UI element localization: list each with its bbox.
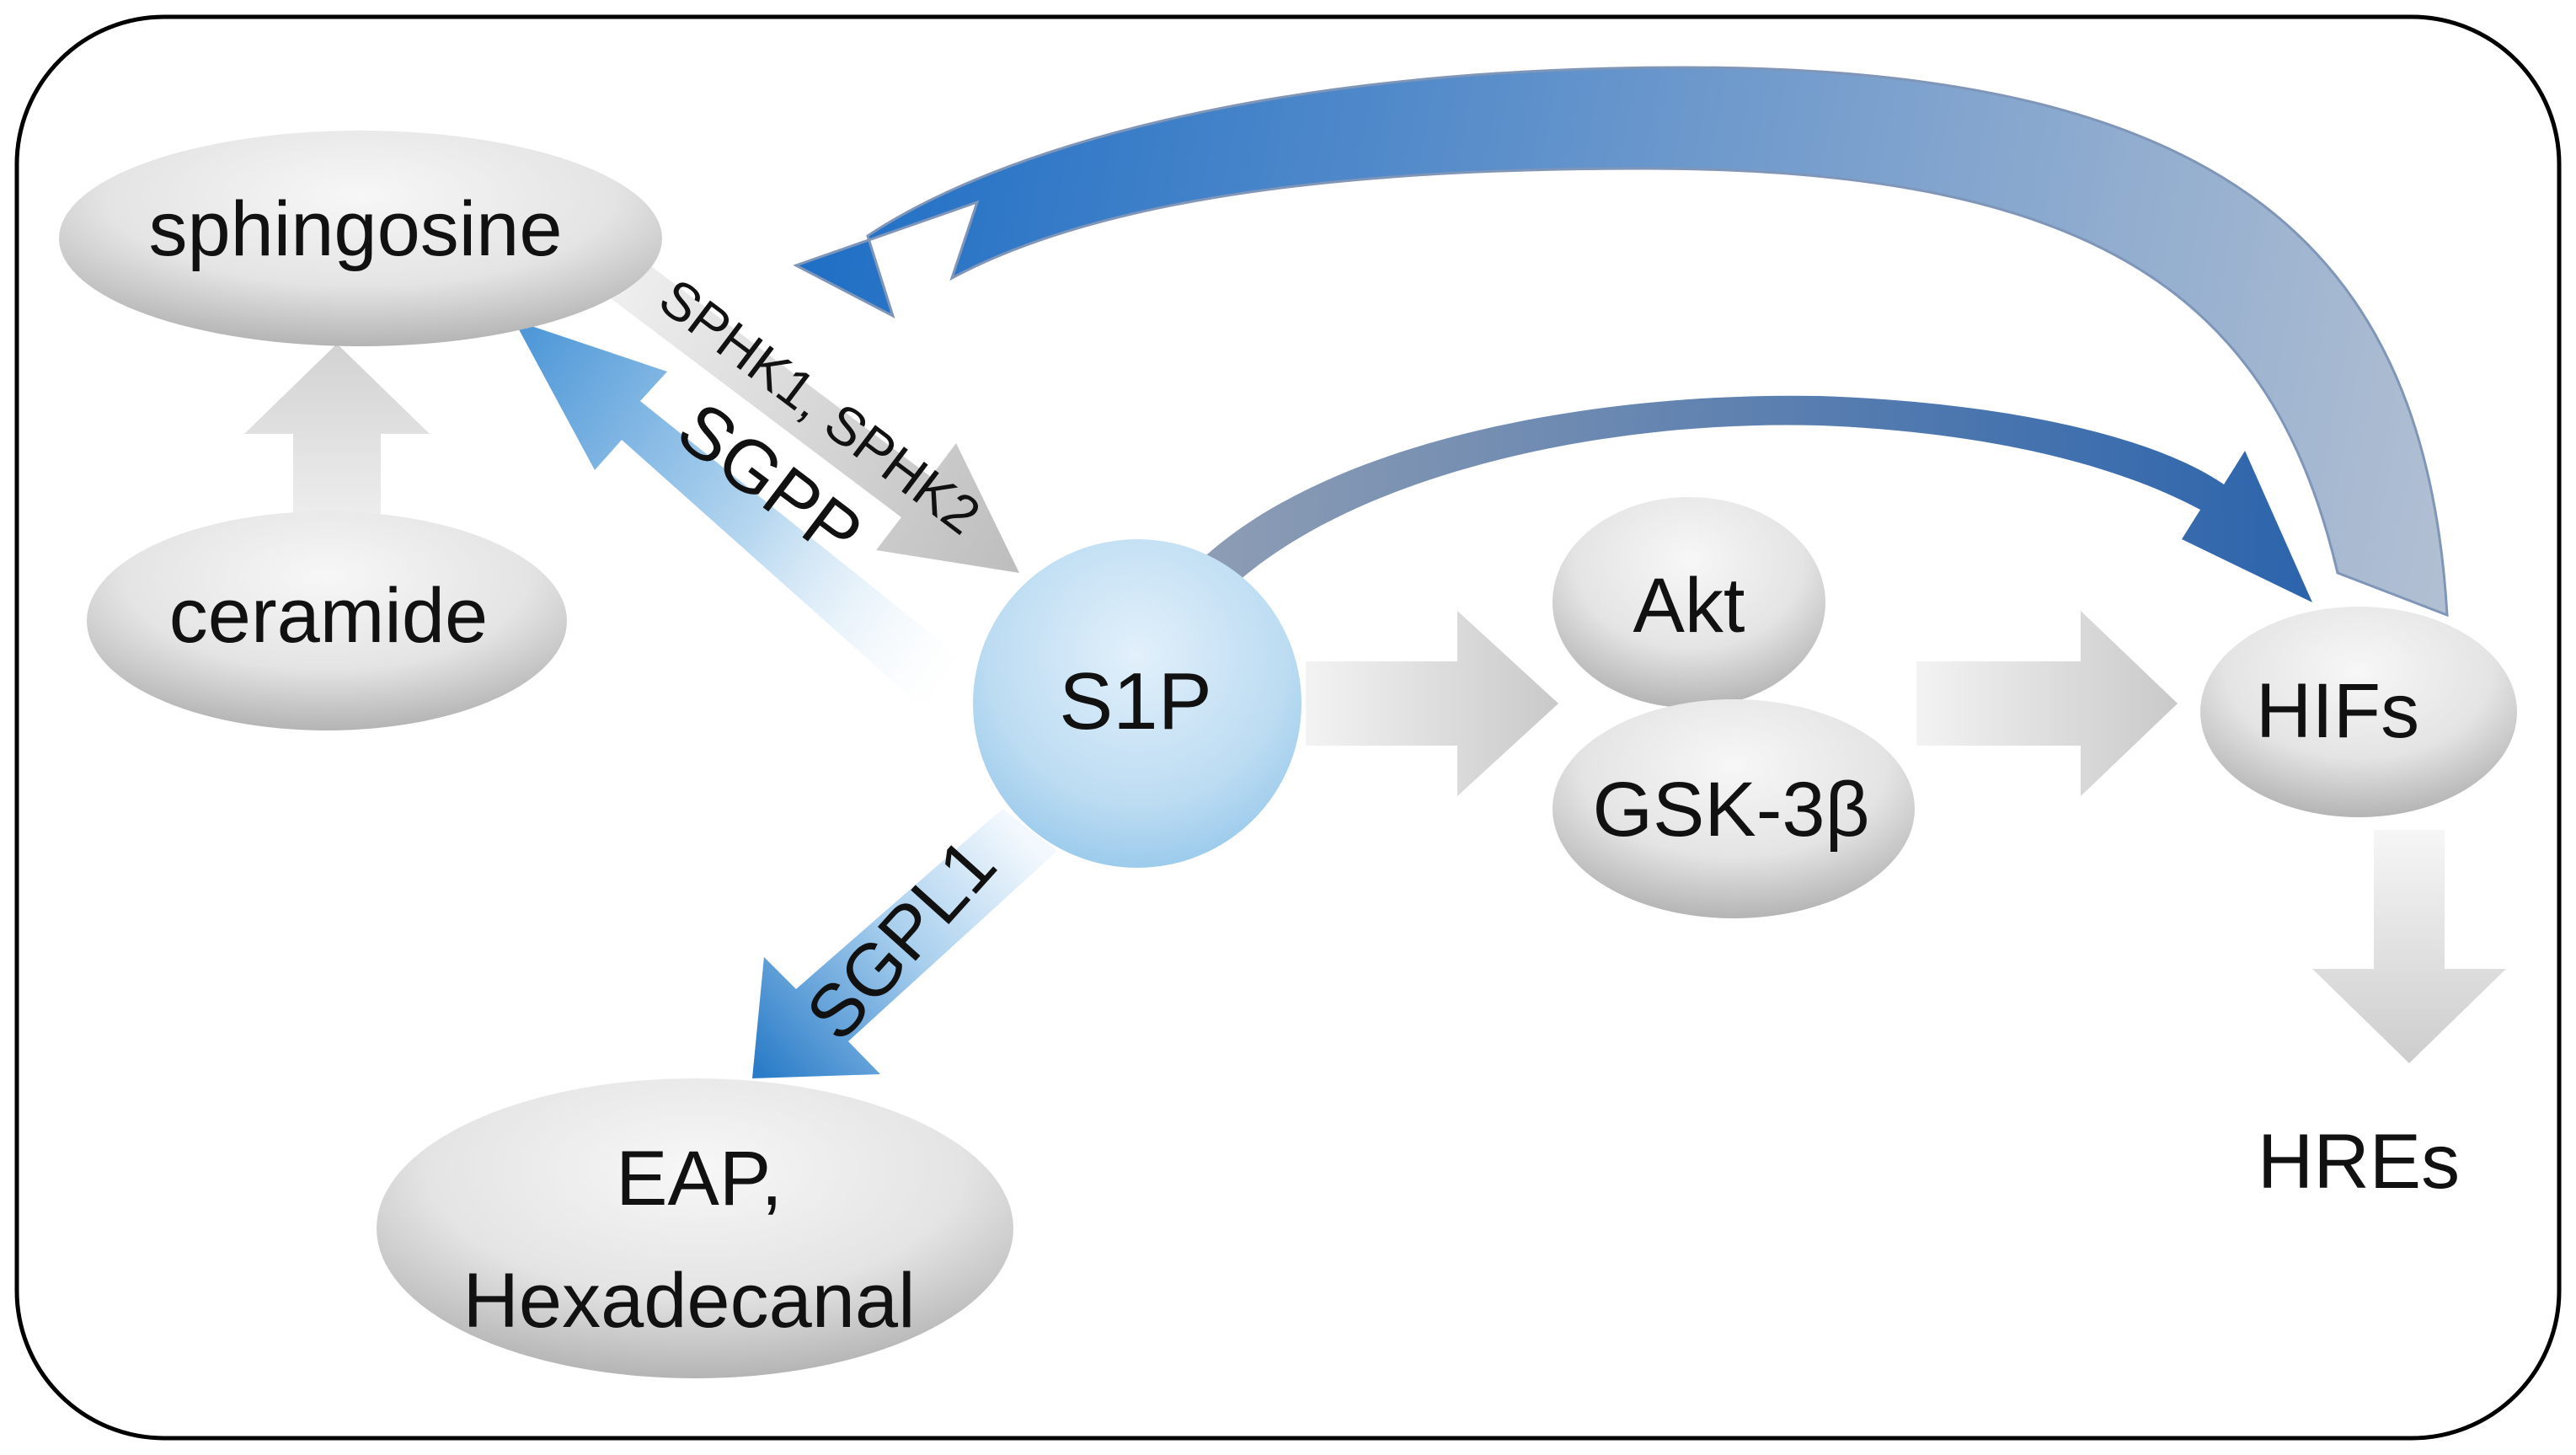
hifs-to-sphingosine-curved-arrow <box>793 66 2449 618</box>
hres-label: HREs <box>2258 1119 2460 1205</box>
s1p-to-hifs-curved-arrow <box>1192 395 2312 602</box>
akt-label: Akt <box>1633 563 1745 649</box>
sgpl1-arrow <box>752 809 1057 1078</box>
sgpp-arrow <box>514 320 977 708</box>
hexadecanal-label: Hexadecanal <box>462 1258 915 1344</box>
akt-to-hifs-arrow <box>1916 611 2178 796</box>
sphingosine-label: sphingosine <box>148 186 562 272</box>
akt-node <box>1553 497 1825 708</box>
s1p-to-akt-arrow <box>1306 611 1558 796</box>
sphingosine-node <box>59 131 662 346</box>
s1p-label: S1P <box>1059 656 1211 746</box>
eap-hexadecanal-node <box>377 1078 1013 1378</box>
ceramide-label: ceramide <box>169 573 488 659</box>
s1p-node <box>973 539 1301 868</box>
hifs-label: HIFs <box>2256 668 2419 754</box>
gsk3b-label: GSK-3β <box>1592 767 1869 853</box>
ceramide-node <box>87 511 567 730</box>
sphk-arrow <box>573 249 1019 573</box>
eap-label: EAP, <box>616 1136 783 1222</box>
ceramide-to-sphingosine-arrow <box>244 344 430 556</box>
hifs-node <box>2200 607 2517 817</box>
gsk3b-node <box>1553 699 1915 918</box>
hifs-to-hres-arrow <box>2312 830 2506 1063</box>
